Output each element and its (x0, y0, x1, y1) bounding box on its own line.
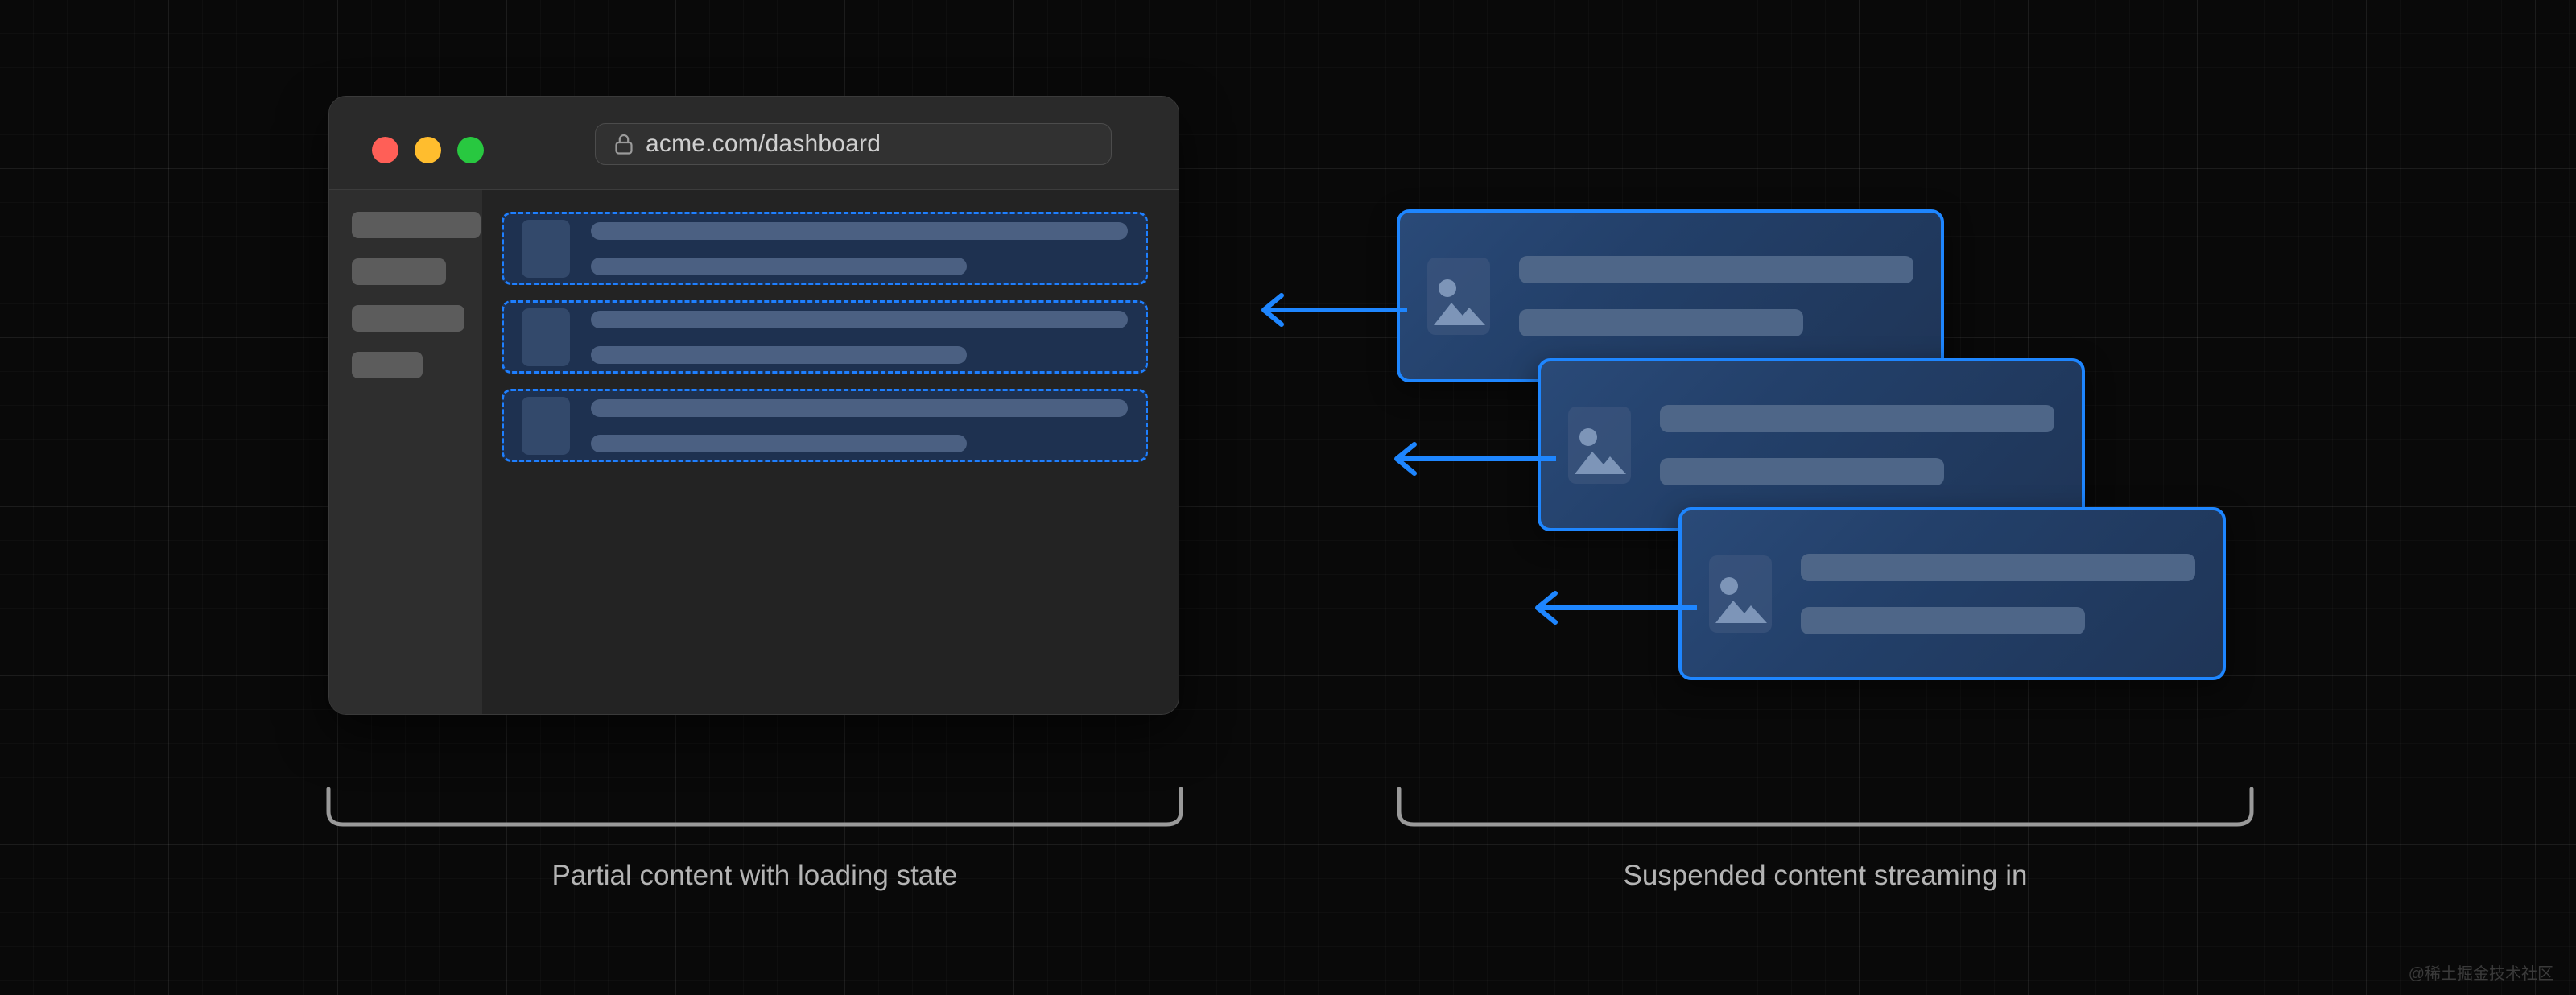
close-button[interactable] (372, 137, 398, 163)
sidebar-skeleton-2 (352, 258, 446, 285)
flow-arrow-1 (1261, 293, 1407, 327)
browser-window: acme.com/dashboard (328, 96, 1179, 715)
sidebar-skeleton-3 (352, 305, 464, 332)
url-text: acme.com/dashboard (646, 130, 881, 157)
placeholder-line-short (591, 434, 967, 452)
placeholder-line-long (591, 221, 1128, 240)
lock-icon (615, 134, 633, 155)
browser-titlebar: acme.com/dashboard (329, 97, 1179, 190)
image-icon (1709, 555, 1772, 633)
suspended-line-short (1660, 457, 1944, 485)
suspended-card-2 (1538, 358, 2085, 531)
bracket-left (326, 787, 1183, 827)
suspended-card-3 (1678, 507, 2226, 680)
placeholder-line-long (591, 310, 1128, 328)
suspended-lines (1519, 255, 1913, 336)
suspended-line-long (1801, 553, 2195, 581)
placeholder-line-short (591, 345, 967, 364)
placeholder-line-long (591, 398, 1128, 417)
placeholder-lines (591, 398, 1128, 452)
suspended-lines (1801, 553, 2195, 634)
placeholder-thumbnail (522, 308, 570, 366)
image-icon (1568, 406, 1631, 484)
suspended-line-short (1519, 308, 1803, 336)
suspended-line-long (1660, 404, 2054, 432)
bracket-right (1397, 787, 2254, 827)
suspended-card-1 (1397, 209, 1944, 382)
sidebar-skeleton-1 (352, 212, 481, 238)
minimize-button[interactable] (415, 137, 441, 163)
suspended-lines (1660, 404, 2054, 485)
sidebar-skeleton-4 (352, 352, 423, 378)
placeholder-lines (591, 221, 1128, 275)
placeholder-lines (591, 310, 1128, 364)
suspended-stack (1397, 209, 2250, 692)
content-area (482, 190, 1179, 714)
placeholder-card-2 (502, 300, 1148, 374)
suspended-line-short (1801, 606, 2085, 634)
caption-right: Suspended content streaming in (1623, 860, 2028, 891)
watermark: @稀土掘金技术社区 (2408, 965, 2553, 983)
caption-left: Partial content with loading state (551, 860, 958, 891)
placeholder-card-1 (502, 212, 1148, 285)
image-icon (1427, 257, 1490, 335)
placeholder-thumbnail (522, 219, 570, 278)
suspended-line-long (1519, 255, 1913, 283)
placeholder-card-3 (502, 389, 1148, 462)
zoom-button[interactable] (457, 137, 484, 163)
flow-arrow-3 (1535, 591, 1697, 625)
sidebar (329, 190, 482, 714)
url-input[interactable]: acme.com/dashboard (595, 123, 1112, 165)
flow-arrow-2 (1394, 442, 1556, 476)
placeholder-line-short (591, 257, 967, 275)
placeholder-thumbnail (522, 396, 570, 455)
browser-body (329, 190, 1179, 714)
